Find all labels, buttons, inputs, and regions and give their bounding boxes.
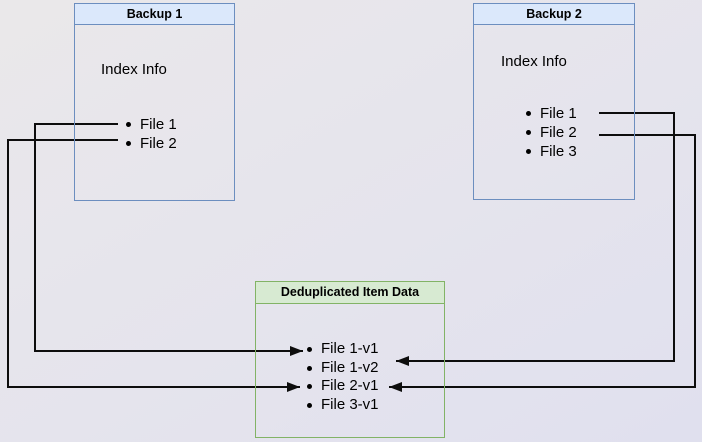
backup2-file-item: File 2 (526, 123, 577, 142)
backup1-box: Backup 1 Index Info File 1 File 2 (74, 3, 235, 201)
backup1-file-list: File 1 File 2 (126, 115, 177, 153)
dedup-item: File 1-v2 (307, 359, 379, 378)
backup2-file-list: File 1 File 2 File 3 (526, 104, 577, 161)
deduplicated-item-data-title: Deduplicated Item Data (256, 282, 444, 304)
backup1-index-info-label: Index Info (101, 61, 167, 78)
backup2-file-item: File 3 (526, 142, 577, 161)
backup2-index-info-label: Index Info (501, 53, 567, 70)
deduplicated-item-data-box: Deduplicated Item Data File 1-v1 File 1-… (255, 281, 445, 438)
backup2-file-item: File 1 (526, 104, 577, 123)
backup1-title: Backup 1 (75, 4, 234, 25)
dedup-item: File 3-v1 (307, 396, 379, 415)
dedup-item: File 1-v1 (307, 340, 379, 359)
backup1-file-item: File 2 (126, 134, 177, 153)
backup2-box: Backup 2 Index Info File 1 File 2 File 3 (473, 3, 635, 200)
backup1-file-item: File 1 (126, 115, 177, 134)
dedup-item-list: File 1-v1 File 1-v2 File 2-v1 File 3-v1 (307, 340, 379, 414)
backup2-title: Backup 2 (474, 4, 634, 25)
dedup-item: File 2-v1 (307, 377, 379, 396)
